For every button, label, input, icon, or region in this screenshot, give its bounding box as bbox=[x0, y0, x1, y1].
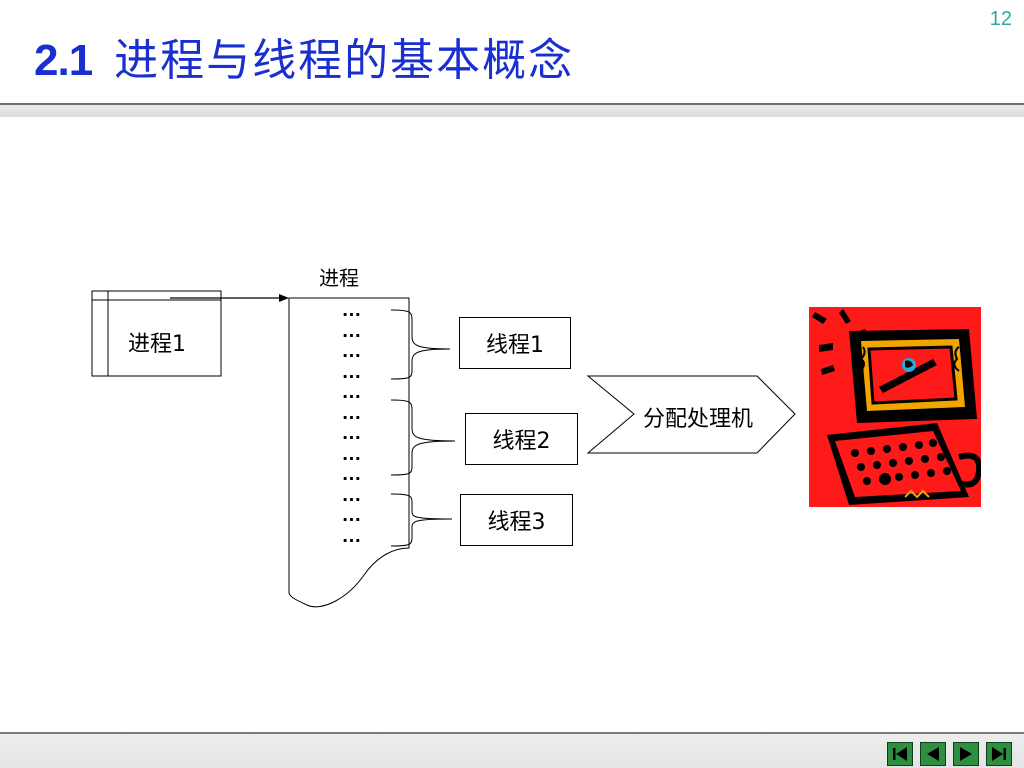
thread-label-3: 线程3 bbox=[487, 510, 546, 535]
last-slide-button[interactable] bbox=[986, 742, 1012, 766]
process-column bbox=[288, 297, 410, 608]
first-icon bbox=[893, 747, 907, 761]
ellipsis: … bbox=[341, 422, 363, 444]
ellipsis: … bbox=[341, 504, 363, 526]
title-number: 2.1 bbox=[34, 36, 93, 85]
thread-box-3: 线程3 bbox=[460, 494, 573, 546]
footer-bar bbox=[0, 732, 1024, 768]
ellipsis: … bbox=[341, 524, 363, 547]
previous-icon bbox=[927, 747, 939, 761]
dispatch-label: 分配处理机 bbox=[643, 407, 754, 432]
process-column-label: 进程 bbox=[319, 266, 359, 290]
last-icon bbox=[992, 747, 1006, 761]
ellipsis: … bbox=[341, 299, 363, 321]
previous-slide-button[interactable] bbox=[920, 742, 946, 766]
ellipsis: … bbox=[341, 483, 363, 506]
slide-title: 2.1 进程与线程的基本概念 bbox=[34, 24, 574, 88]
ellipsis: … bbox=[341, 401, 363, 424]
ellipsis: … bbox=[341, 319, 363, 342]
slide-number: 12 bbox=[989, 8, 1012, 30]
thread-box-2: 线程2 bbox=[465, 413, 578, 465]
arrow-to-process bbox=[170, 294, 289, 302]
title-text: 进程与线程的基本概念 bbox=[114, 35, 575, 86]
thread-brackets bbox=[390, 309, 456, 547]
title-rule bbox=[0, 103, 1024, 117]
thread-box-1: 线程1 bbox=[459, 317, 571, 369]
ellipsis-stack: … … … … … … … … … … … … bbox=[332, 300, 372, 546]
process-box-frame bbox=[91, 290, 222, 377]
thread-label-2: 线程2 bbox=[492, 429, 551, 454]
next-slide-button[interactable] bbox=[953, 742, 979, 766]
process-box-label: 进程1 bbox=[128, 332, 186, 357]
next-icon bbox=[960, 747, 972, 761]
ellipsis: … bbox=[341, 360, 363, 383]
dispatch-arrow-shape bbox=[586, 375, 796, 454]
slide-navigation bbox=[887, 742, 1012, 766]
laptop-computer-icon bbox=[809, 307, 981, 507]
ellipsis: … bbox=[341, 463, 363, 485]
ellipsis: … bbox=[341, 381, 363, 403]
ellipsis: … bbox=[341, 340, 363, 362]
thread-label-1: 线程1 bbox=[486, 333, 544, 358]
first-slide-button[interactable] bbox=[887, 742, 913, 766]
ellipsis: … bbox=[341, 442, 363, 465]
